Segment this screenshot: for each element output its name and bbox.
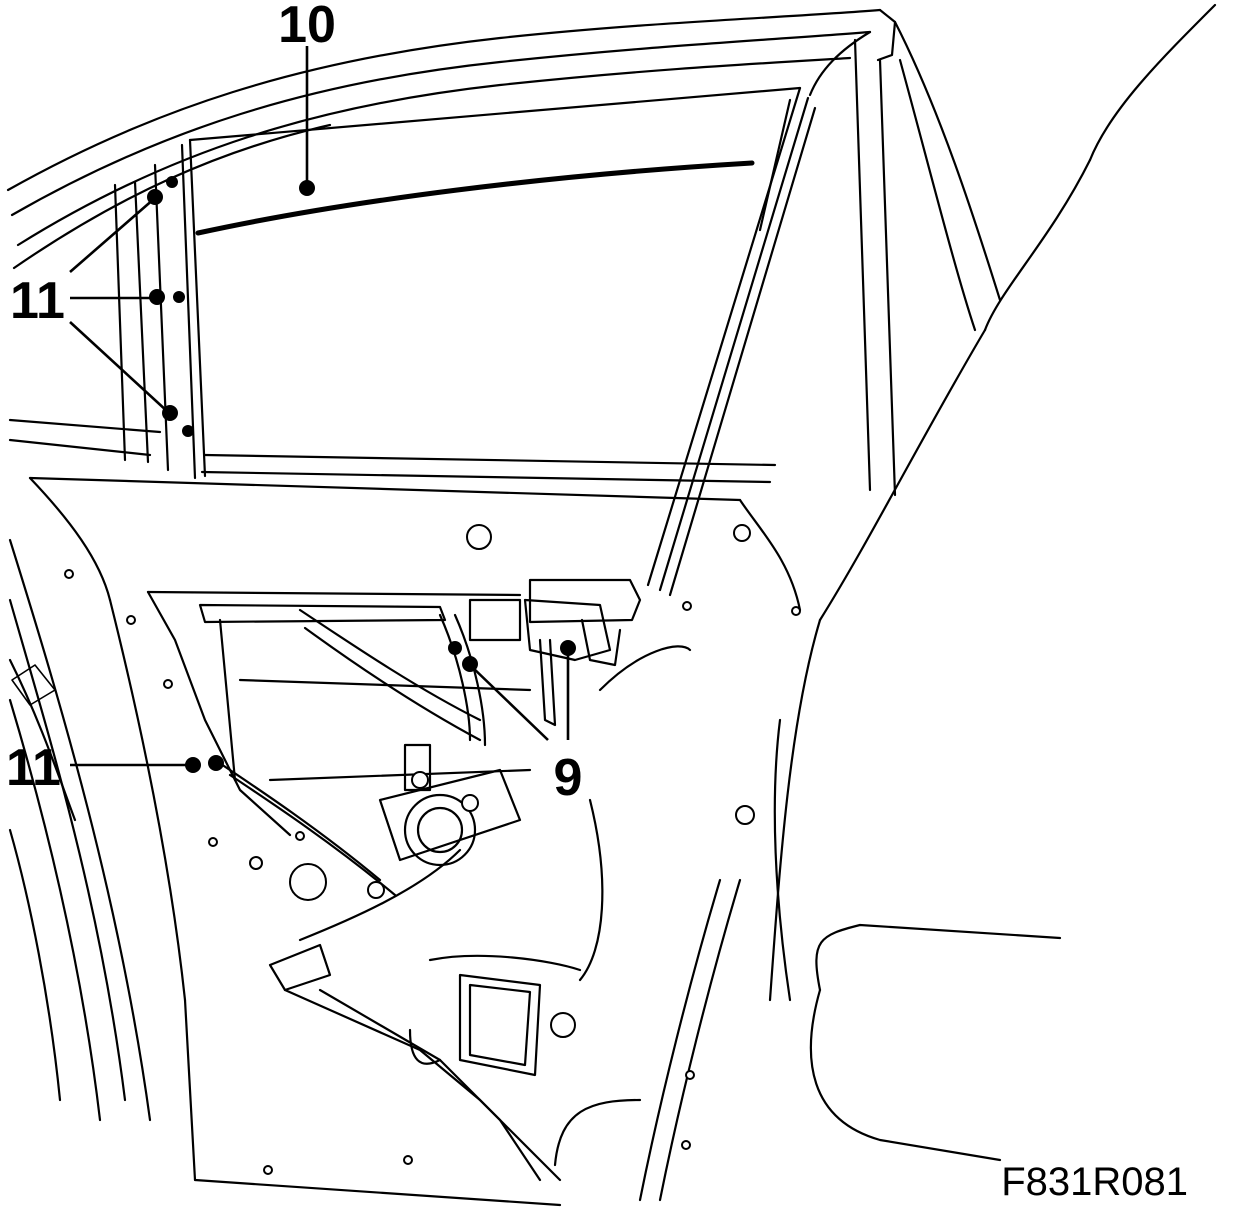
callout-11-lower: 11	[6, 739, 224, 797]
c-pillar	[768, 3, 1217, 1002]
lower-brackets	[268, 645, 692, 1182]
callout-9-label: 9	[554, 749, 583, 807]
door-pillar-strips	[113, 138, 207, 480]
window-regulator	[146, 590, 532, 897]
figure-reference-code: F831R081	[1001, 1160, 1188, 1204]
door-inner-panel	[8, 418, 802, 1207]
callout-10-marker	[299, 180, 315, 196]
window-glass	[188, 86, 802, 484]
rear-guide-channel	[646, 86, 817, 597]
door-frame-outline	[6, 8, 897, 270]
callout-11-upper-label: 11	[10, 272, 65, 330]
callout-11-upper: 11	[10, 176, 194, 437]
callout-9: 9	[448, 640, 582, 807]
wheel-arch	[8, 538, 152, 1122]
callout-11-lower-label: 11	[6, 739, 61, 797]
body-sill	[553, 718, 1062, 1202]
callout-10-label: 10	[278, 0, 336, 54]
regulator-motor	[367, 743, 522, 899]
panel-holes	[64, 524, 801, 1175]
door-lock-module	[468, 578, 642, 727]
callout-10: 10	[278, 0, 336, 196]
